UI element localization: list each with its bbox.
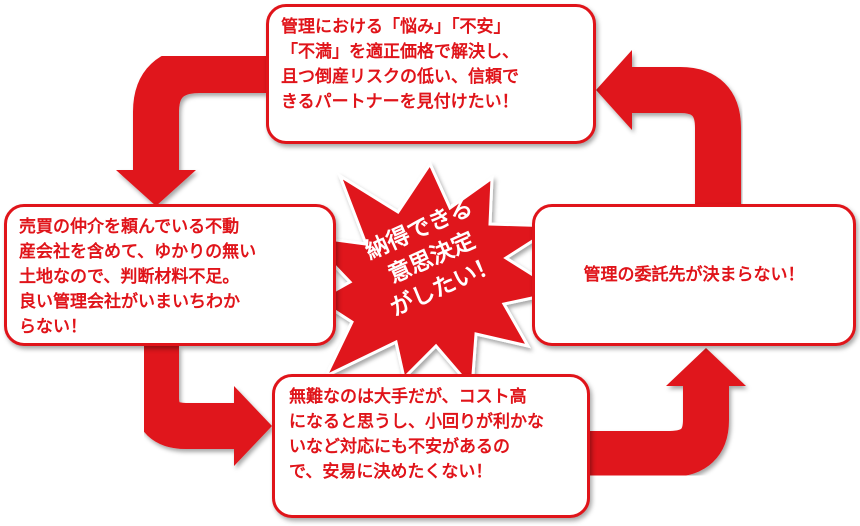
concern-box-top: 管理における「悩み」「不安」 「不満」を適正価格で解決し、 且つ倒産リスクの低い… [266, 4, 596, 144]
concern-box-left: 売買の仲介を頼んでいる不動 産会社を含めて、ゆかりの無い 土地なので、判断材料不… [4, 204, 336, 346]
arrow-top-to-left [116, 47, 266, 206]
concern-text-bottom: 無難なのは大手だが、コスト高 になると思うし、小回りが利かな いなど対応にも不安… [289, 387, 544, 482]
concern-box-bottom: 無難なのは大手だが、コスト高 になると思うし、小回りが利かな いなど対応にも不安… [272, 374, 590, 518]
concern-box-right: 管理の委託先が決まらない！ [532, 204, 856, 346]
arrow-bottom-to-right [590, 348, 746, 477]
concern-text-right: 管理の委託先が決まらない！ [583, 264, 805, 285]
concern-text-top: 管理における「悩み」「不安」 「不満」を適正価格で解決し、 且つ倒産リスクの低い… [281, 17, 519, 112]
arrow-right-to-top [596, 50, 741, 204]
concern-text-left: 売買の仲介を頼んでいる不動 産会社を含めて、ゆかりの無い 土地なので、判断材料不… [19, 217, 257, 337]
arrow-left-to-bottom [133, 346, 272, 466]
